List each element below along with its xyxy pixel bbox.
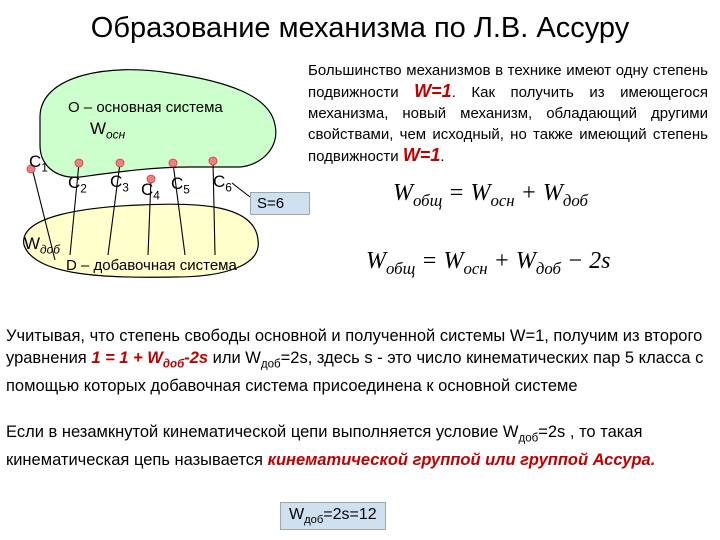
- f1-osn-sub: осн: [490, 190, 515, 210]
- link-5: [172, 162, 186, 256]
- intro-part-3: .: [440, 148, 445, 165]
- result-tail: =2s=12: [323, 506, 377, 523]
- f2-lhs: W: [366, 248, 386, 274]
- base-system-label: О – основная система: [68, 99, 223, 116]
- intro-w1: W=1: [414, 81, 452, 101]
- para2-b: =2s , то такая кинематическая цепь назыв…: [6, 423, 643, 470]
- para1-e: =2s, здесь s - это число кинематических …: [6, 349, 704, 396]
- joint-c2: [74, 158, 84, 168]
- para1-b: 1 = 1 + W: [91, 349, 163, 367]
- formula-1: Wобщ = Wосн + Wдоб: [393, 180, 588, 211]
- link-1: [31, 167, 56, 261]
- c4-letter: C: [141, 180, 154, 199]
- joint-c4: [146, 174, 156, 184]
- result-sub: доб: [304, 514, 324, 527]
- f1-eq: = W: [442, 180, 491, 206]
- additional-system-shape: [23, 203, 259, 278]
- c1-label: C1: [29, 152, 48, 174]
- f2-osn-sub: осн: [463, 258, 488, 278]
- w-dob-letter: W: [24, 234, 41, 253]
- para1-c: -2s: [184, 349, 209, 367]
- c3-letter: C: [110, 172, 123, 191]
- joints: [26, 156, 218, 184]
- c3-label: C3: [110, 172, 129, 194]
- para1-a: Учитывая, что степень свободы основной и…: [6, 327, 703, 367]
- link-s-pointer: [231, 182, 251, 198]
- additional-system-label: D – добавочная система: [66, 257, 237, 274]
- c3-sub: 3: [122, 180, 129, 195]
- c5-sub: 5: [183, 182, 190, 197]
- f2-eq: = W: [415, 248, 464, 274]
- link-6: [212, 160, 216, 256]
- c4-sub: 4: [153, 188, 160, 203]
- w-dob-label: Wдоб: [24, 234, 60, 256]
- joint-c6: [208, 156, 218, 166]
- intro-part-1: Большинство механизмов в технике имеют о…: [308, 62, 708, 101]
- base-system-shape: [39, 69, 277, 178]
- c5-letter: C: [171, 174, 184, 193]
- c2-letter: C: [68, 173, 81, 192]
- link-2: [69, 162, 80, 256]
- f2-tail: − 2s: [560, 248, 611, 274]
- assur-group-term: кинематической группой или группой Ассур…: [267, 451, 656, 470]
- f1-lhs: W: [393, 180, 413, 206]
- f2-lhs-sub: общ: [386, 258, 416, 278]
- slide-title: Образование механизма по Л.В. Ассуру: [90, 12, 630, 44]
- f2-plus: + W: [487, 248, 536, 274]
- assur-diagram: [23, 69, 277, 278]
- c6-letter: C: [213, 172, 226, 191]
- link-4: [147, 178, 152, 256]
- intro-text: Большинство механизмов в технике имеют о…: [308, 60, 708, 167]
- joint-c5: [168, 158, 178, 168]
- result-box: Wдоб=2s=12: [280, 502, 386, 531]
- para2-a: Если в незамкнутой кинематической цепи в…: [6, 423, 519, 441]
- f1-plus: + W: [514, 180, 563, 206]
- s-count-box: S=6: [250, 192, 310, 215]
- c5-label: C5: [171, 174, 190, 196]
- c4-label: C4: [141, 180, 160, 202]
- w-osn-label: Wосн: [90, 119, 125, 141]
- para2-a-sub: доб: [518, 432, 539, 445]
- result-w: W: [289, 506, 305, 523]
- joint-c1: [26, 164, 36, 174]
- connecting-links: [31, 160, 251, 261]
- f2-dob-sub: доб: [535, 258, 561, 278]
- explanation-paragraph: Учитывая, что степень свободы основной и…: [6, 325, 712, 397]
- intro-part-2: . Как получить из имеющегося механизма, …: [308, 84, 708, 165]
- para1-d: или W: [208, 349, 261, 367]
- para1-d-sub: доб: [260, 358, 281, 371]
- w-dob-sub: доб: [40, 242, 60, 257]
- f1-lhs-sub: общ: [413, 190, 443, 210]
- c1-letter: C: [29, 152, 42, 171]
- f1-dob-sub: доб: [562, 190, 588, 210]
- c2-sub: 2: [80, 181, 87, 196]
- link-3: [107, 162, 121, 256]
- c6-sub: 6: [225, 180, 232, 195]
- c1-sub: 1: [41, 160, 48, 175]
- w-osn-sub: осн: [106, 127, 126, 142]
- para1-b-sub: доб: [162, 358, 185, 371]
- w-osn-letter: W: [90, 119, 107, 138]
- formula-2: Wобщ = Wосн + Wдоб − 2s: [366, 248, 610, 279]
- c6-label: C6: [213, 172, 232, 194]
- intro-w2: W=1: [402, 145, 441, 165]
- definition-paragraph: Если в незамкнутой кинематической цепи в…: [6, 421, 712, 471]
- joint-c3: [115, 158, 125, 168]
- c2-label: C2: [68, 173, 87, 195]
